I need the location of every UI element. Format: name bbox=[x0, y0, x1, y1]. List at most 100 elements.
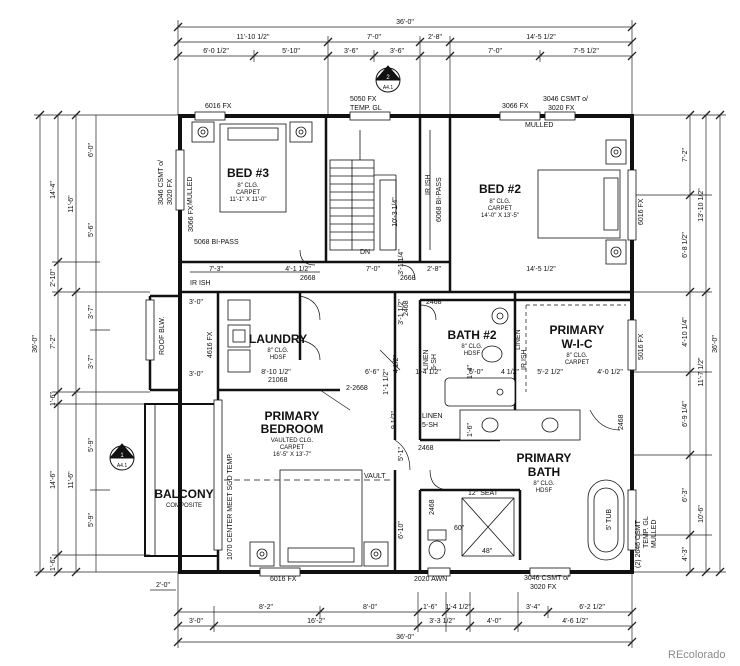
label-csmt-top-2: 3020 FX bbox=[548, 105, 575, 112]
dim-int-c: 7'-0" bbox=[366, 266, 380, 273]
dim-left-e: 14'-6" bbox=[50, 471, 57, 489]
section-callout-left bbox=[109, 443, 135, 471]
dim-int-o: 3'-1 1/4" bbox=[398, 249, 405, 275]
bath2-clg: 8" CLG. bbox=[461, 344, 482, 350]
dim-int-f: 3'-0" bbox=[189, 299, 203, 306]
room-bath2: BATH #2 8" CLG. HDSF bbox=[447, 328, 496, 357]
primary-bath-floor: HDSF bbox=[536, 488, 553, 494]
primary-bath-clg: 8" CLG. bbox=[533, 481, 554, 487]
label-callout-1: 1 bbox=[120, 453, 124, 459]
label-door-1070: 1070 CENTER MEET SGD TEMP. bbox=[227, 453, 234, 560]
dim-bot-h: 16'-2" bbox=[307, 618, 325, 625]
primary-bath-name-1: PRIMARY bbox=[517, 451, 572, 465]
dim-int-u: 1'-1 1/2" bbox=[383, 369, 390, 395]
bed3-size: 11'-1" X 11'-0" bbox=[229, 197, 266, 203]
label-linen-2b: 5-SH bbox=[422, 422, 438, 429]
label-window-6016-right: 6016 FX bbox=[638, 198, 645, 225]
label-roof-blw: ROOF BLW. bbox=[159, 317, 166, 355]
dim-bot-k: 4'-6 1/2" bbox=[562, 618, 588, 625]
dim-int-s: 6'-10" bbox=[398, 521, 405, 539]
balcony-name: BALCONY bbox=[154, 487, 213, 501]
dim-bot-total: 36'-0" bbox=[396, 634, 414, 641]
dim-bot-f: 6'-2 1/2" bbox=[579, 604, 605, 611]
label-linen-2: LINEN bbox=[422, 413, 443, 420]
dim-int-l: 5'-2 1/2" bbox=[537, 369, 563, 376]
primary-bedroom-name-1: PRIMARY bbox=[265, 409, 320, 423]
dim-top-c: 2'-8" bbox=[428, 34, 442, 41]
dim-right-c: 6'-8 1/2" bbox=[682, 232, 689, 258]
label-window-2020: 2020 AWN bbox=[414, 576, 447, 583]
label-seat: 12" SEAT bbox=[468, 490, 499, 497]
label-fx-left: 3066 FX bbox=[188, 205, 195, 232]
label-csmt-bottom-1: 3046 CSMT o/ bbox=[524, 575, 569, 582]
bath2-floor: HDSF bbox=[464, 351, 481, 357]
dim-top-i: 7'-0" bbox=[488, 48, 502, 55]
room-primary-wic: PRIMARY W-I-C 8" CLG. CARPET bbox=[550, 323, 605, 366]
dim-left-k: 3'-7" bbox=[88, 355, 95, 369]
label-ir-ish-2: IR ISH bbox=[425, 174, 432, 195]
label-linen-1: LINEN bbox=[423, 349, 430, 370]
label-mulled-top: MULLED bbox=[525, 122, 553, 129]
room-balcony: BALCONY COMPOSITE bbox=[154, 487, 213, 509]
dim-int-w: 1'-6" bbox=[467, 423, 474, 437]
balcony-floor: COMPOSITE bbox=[166, 503, 202, 509]
label-60: 60" bbox=[454, 525, 465, 532]
label-linen-3: LINEN bbox=[515, 329, 522, 350]
windows bbox=[145, 111, 637, 577]
dim-right-total: 36'-0" bbox=[712, 335, 719, 353]
dim-int-a: 7'-3" bbox=[209, 266, 223, 273]
vertical-labels: 3046 CSMT o/ 3020 FX MULLED 6068 BI-PASS… bbox=[158, 160, 658, 568]
doors bbox=[224, 249, 626, 491]
dim-left-f: 1'-6" bbox=[50, 557, 57, 571]
dim-left-b: 2'-10" bbox=[50, 269, 57, 287]
dimension-ticks bbox=[35, 22, 725, 647]
label-door-2468-d: 2468 bbox=[429, 499, 436, 515]
dim-top-h: 3'-6" bbox=[390, 48, 404, 55]
dim-int-e: 14'-5 1/2" bbox=[526, 266, 556, 273]
room-bed2: BED #2 8" CLG. CARPET 14'-0" X 13'-5" bbox=[479, 182, 521, 219]
dim-int-p: 3'-1 1/2" bbox=[398, 299, 405, 325]
dim-top-j: 7'-5 1/2" bbox=[573, 48, 599, 55]
label-csmt-right-3: MULLED bbox=[651, 520, 658, 548]
dim-top-d: 14'-5 1/2" bbox=[526, 34, 556, 41]
dim-right-h: 10'-6" bbox=[698, 505, 705, 523]
label-callout-a41b: A4.1 bbox=[117, 463, 128, 469]
bed2-clg: 8" CLG. bbox=[489, 199, 510, 205]
dim-top-total: 36'-0" bbox=[396, 19, 414, 26]
dim-bot-d: 1'-4 1/2" bbox=[445, 604, 471, 611]
primary-bedroom-size: 16'-5" X 13'-7" bbox=[273, 452, 311, 458]
label-door-2468-a: 2468 bbox=[426, 299, 442, 306]
label-csmt-top-1: 3046 CSMT o/ bbox=[543, 96, 588, 103]
dim-left-j: 3'-7" bbox=[88, 305, 95, 319]
label-ir-ish-1: IR ISH bbox=[190, 280, 211, 287]
dim-int-r: 5'-1" bbox=[398, 447, 405, 461]
label-door-2468-b: 2468 bbox=[418, 445, 434, 452]
bath2-name: BATH #2 bbox=[447, 328, 496, 342]
label-callout-2: 2 bbox=[386, 75, 390, 81]
bed2-floor: CARPET bbox=[488, 206, 513, 212]
dim-right-a: 7'-2" bbox=[682, 148, 689, 162]
primary-bed-furniture bbox=[249, 469, 389, 567]
dim-int-b: 4'-1 1/2" bbox=[285, 266, 311, 273]
bed3-name: BED #3 bbox=[227, 166, 269, 180]
room-laundry: LAUNDRY 8" CLG. HDSF bbox=[249, 332, 307, 361]
label-ir-ish-3: IR ISH bbox=[521, 349, 528, 370]
label-vault: VAULT bbox=[364, 473, 386, 480]
label-window-4616: 4616 FX bbox=[207, 331, 214, 358]
dim-left-g: 6'-0" bbox=[88, 143, 95, 157]
label-linen-1b: 5-SH bbox=[431, 354, 438, 370]
dim-bot-l: 2'-0" bbox=[156, 582, 170, 589]
dim-int-k: 4 1/2" bbox=[501, 369, 520, 376]
dim-int-g: 3'-0" bbox=[189, 371, 203, 378]
opening-labels: 6016 FX 5050 FX TEMP. GL 3066 FX MULLED … bbox=[117, 75, 726, 661]
label-csmt-left-2: 3020 FX bbox=[167, 178, 174, 205]
primary-bath-fixtures bbox=[427, 409, 625, 561]
label-csmt-left-1: 3046 CSMT o/ bbox=[158, 160, 165, 205]
label-window-5050: 5050 FX bbox=[350, 96, 377, 103]
wic-name-1: PRIMARY bbox=[550, 323, 605, 337]
dim-int-i: 6'-6" bbox=[365, 369, 379, 376]
label-door-2468-c: 2468 bbox=[618, 414, 625, 430]
dim-left-total: 36'-0" bbox=[32, 335, 39, 353]
wic-floor: CARPET bbox=[565, 360, 590, 366]
